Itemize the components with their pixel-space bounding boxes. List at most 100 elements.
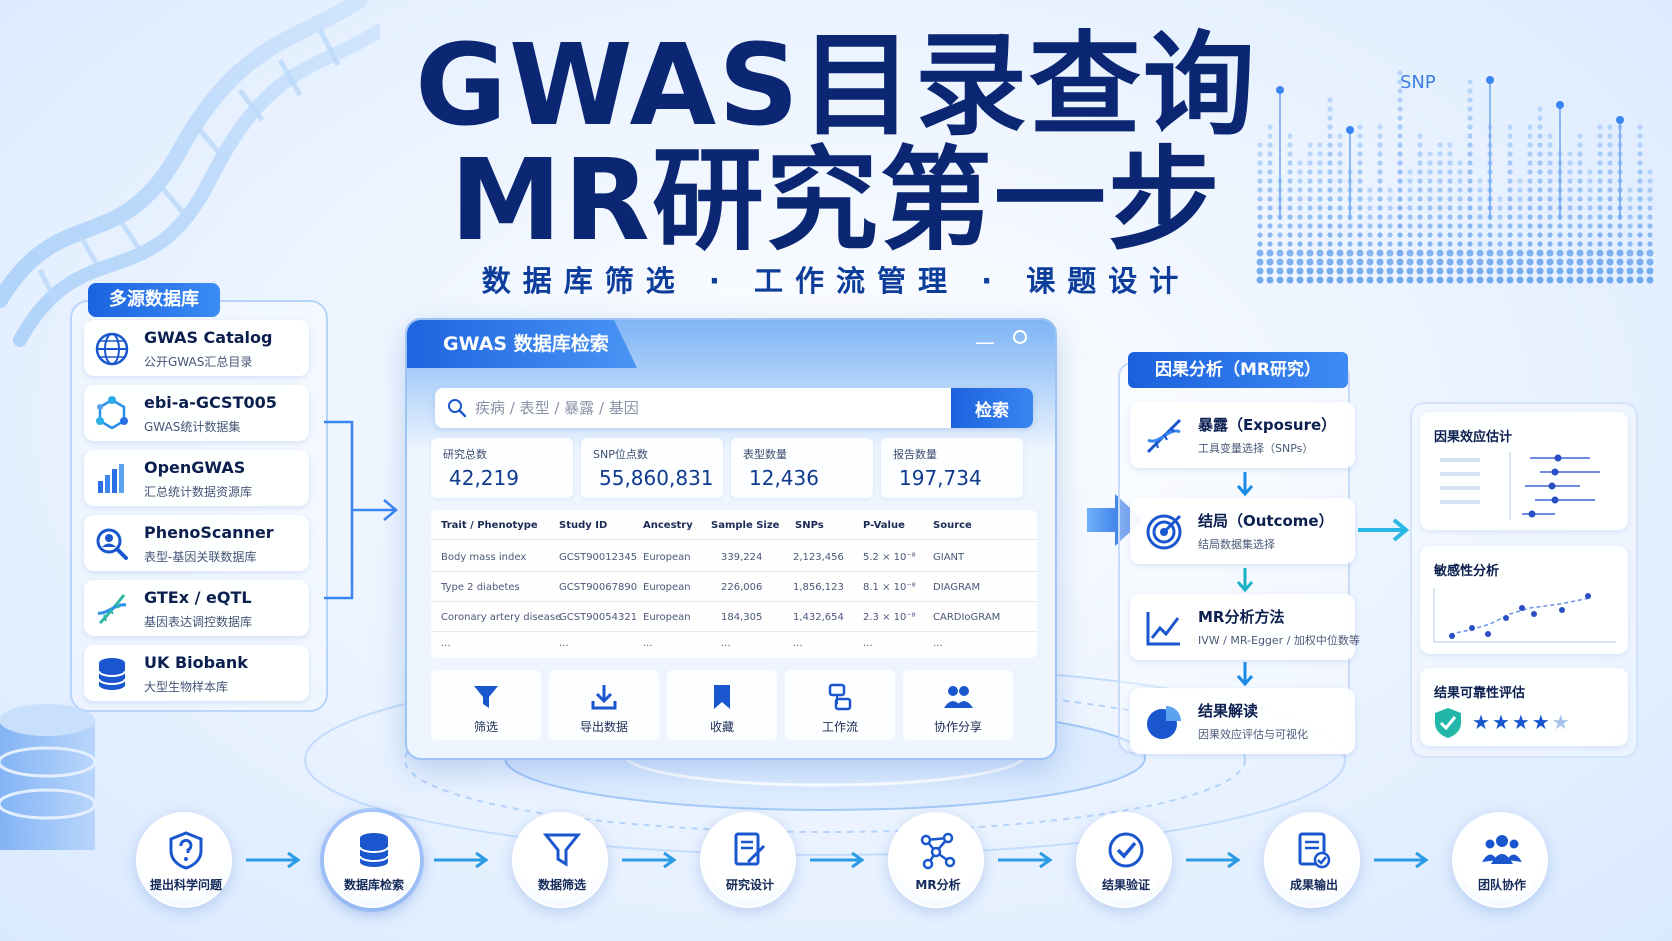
- workflow-step[interactable]: MR分析: [888, 812, 984, 908]
- column-header[interactable]: Study ID: [559, 520, 608, 531]
- workflow-arrow-icon: [810, 851, 865, 869]
- column-header[interactable]: Source: [933, 520, 972, 531]
- column-header[interactable]: Trait / Phenotype: [441, 520, 538, 531]
- table-cell: 1,856,123: [793, 582, 844, 593]
- workflow-button[interactable]: 工作流: [785, 670, 895, 740]
- mr-step-exposure[interactable]: 暴露（Exposure） 工具变量选择（SNPs）: [1130, 402, 1355, 468]
- table-cell: ...: [863, 638, 873, 649]
- workflow-step[interactable]: 成果输出: [1264, 812, 1360, 908]
- search-icon: [448, 399, 467, 418]
- table-cell: ...: [643, 638, 653, 649]
- table-cell: GCST90067890: [559, 582, 638, 593]
- table-row[interactable]: Coronary artery disease GCST90054321 Eur…: [431, 602, 1037, 632]
- globe-icon: [95, 332, 129, 366]
- star-filled-icon: ★: [1531, 710, 1552, 734]
- table-cell: Body mass index: [441, 552, 527, 563]
- mr-step-outcome[interactable]: 结局（Outcome） 结局数据集选择: [1130, 498, 1355, 564]
- db-card-gtex[interactable]: GTEx / eQTL 基因表达调控数据库: [84, 580, 309, 636]
- workflow-step[interactable]: 结果验证: [1076, 812, 1172, 908]
- mr-step-method[interactable]: MR分析方法 IVW / MR-Egger / 加权中位数等: [1130, 594, 1360, 660]
- page-title-line1: GWAS目录查询: [415, 21, 1257, 151]
- table-cell: DIAGRAM: [933, 582, 981, 593]
- mr-step-interpretation[interactable]: 结果解读 因果效应评估与可视化: [1130, 688, 1355, 754]
- column-header[interactable]: Sample Size: [711, 520, 780, 531]
- db-card-uk-biobank[interactable]: UK Biobank 大型生物样本库: [84, 645, 309, 701]
- mr-step-name: 结果解读: [1198, 702, 1259, 720]
- workflow-step-label: 结果验证: [1101, 878, 1150, 892]
- table-row[interactable]: Type 2 diabetes GCST90067890 European 22…: [431, 572, 1037, 602]
- stat-label: SNP位点数: [593, 448, 648, 461]
- table-cell: ...: [933, 638, 943, 649]
- workflow-step[interactable]: 数据筛选: [512, 812, 608, 908]
- stat-value: 42,219: [449, 466, 519, 490]
- workflow-step[interactable]: 研究设计: [700, 812, 796, 908]
- workflow-arrow-icon: [1186, 851, 1241, 869]
- table-cell: 2.3 × 10⁻⁸: [863, 612, 916, 623]
- export-button[interactable]: 导出数据: [549, 670, 659, 740]
- column-header[interactable]: SNPs: [795, 520, 824, 531]
- search-input[interactable]: [475, 388, 915, 428]
- mr-step-desc: 工具变量选择（SNPs）: [1198, 442, 1314, 455]
- table-row[interactable]: Body mass index GCST90012345 European 33…: [431, 542, 1037, 572]
- sensitivity-analysis-card[interactable]: 敏感性分析: [1420, 546, 1628, 654]
- action-label: 协作分享: [933, 720, 982, 734]
- action-label: 工作流: [821, 720, 858, 734]
- search-button[interactable]: 检索: [951, 388, 1033, 428]
- rating-stars: ★★★★★: [1472, 710, 1572, 734]
- users-icon: [944, 686, 973, 708]
- filter-icon: [542, 833, 582, 867]
- bar-chart-icon: [98, 464, 124, 493]
- workflow-step[interactable]: 团队协作: [1452, 812, 1548, 908]
- stat-label: 研究总数: [443, 448, 487, 461]
- workflow-arrow-icon: [622, 851, 677, 869]
- team-icon: [1482, 835, 1522, 864]
- mr-step-desc: 结局数据集选择: [1198, 538, 1275, 551]
- stat-value: 197,734: [899, 466, 982, 490]
- db-desc: 汇总统计数据资源库: [144, 485, 253, 499]
- table-cell: GCST90054321: [559, 612, 638, 623]
- shield-check-icon: [1435, 708, 1461, 738]
- column-header[interactable]: Ancestry: [643, 520, 693, 531]
- minimize-icon[interactable]: —: [975, 330, 995, 354]
- table-cell: ...: [721, 638, 731, 649]
- action-label: 导出数据: [579, 720, 628, 734]
- bookmark-button[interactable]: 收藏: [667, 670, 777, 740]
- table-cell: European: [643, 552, 691, 563]
- workflow-step-label: MR分析: [915, 878, 961, 892]
- snp-label: SNP: [1400, 72, 1436, 93]
- table-cell: ...: [793, 638, 803, 649]
- column-header[interactable]: P-Value: [863, 520, 905, 531]
- result-card-title: 因果效应估计: [1434, 430, 1513, 445]
- star-filled-icon: ★: [1511, 710, 1532, 734]
- workflow-step[interactable]: 数据库检索: [324, 812, 420, 908]
- table-cell: Coronary artery disease: [441, 612, 562, 623]
- big-arrow-icon: [1087, 494, 1143, 546]
- table-row: ... ... ... ... ... ... ...: [431, 628, 1037, 658]
- mr-step-name: MR分析方法: [1198, 608, 1285, 626]
- db-desc: 基因表达调控数据库: [144, 615, 253, 629]
- action-label: 收藏: [709, 720, 734, 734]
- maximize-icon[interactable]: [1013, 330, 1027, 344]
- molecule-icon: [96, 396, 128, 430]
- result-card-title: 敏感性分析: [1434, 564, 1500, 579]
- reliability-card[interactable]: 结果可靠性评估 ★★★★★: [1420, 668, 1628, 746]
- table-header-row: Trait / Phenotype Study ID Ancestry Samp…: [431, 510, 1037, 540]
- dna-icon: [1146, 418, 1182, 454]
- edit-doc-icon: [734, 832, 766, 866]
- db-card-ebi[interactable]: ebi-a-GCST005 GWAS统计数据集: [84, 385, 309, 441]
- db-card-gwas-catalog[interactable]: GWAS Catalog 公开GWAS汇总目录: [84, 320, 309, 376]
- share-button[interactable]: 协作分享: [903, 670, 1013, 740]
- filter-button[interactable]: 筛选: [431, 670, 541, 740]
- search-person-icon: [96, 528, 128, 560]
- stat-card-snps: SNP位点数 55,860,831: [581, 438, 723, 498]
- table-cell: 5.2 × 10⁻⁸: [863, 552, 916, 563]
- effect-estimate-card[interactable]: 因果效应估计: [1420, 412, 1628, 530]
- workflow-step-label: 团队协作: [1477, 878, 1526, 892]
- db-card-opengwas[interactable]: OpenGWAS 汇总统计数据资源库: [84, 450, 309, 506]
- workflow-step[interactable]: 提出科学问题: [136, 812, 232, 908]
- mr-step-desc: IVW / MR-Egger / 加权中位数等: [1198, 634, 1360, 647]
- db-card-phenoscanner[interactable]: PhenoScanner 表型-基因关联数据库: [84, 515, 309, 571]
- stat-card-traits: 表型数量 12,436: [731, 438, 873, 498]
- table-cell: ...: [441, 638, 451, 649]
- db-desc: 表型-基因关联数据库: [144, 550, 257, 564]
